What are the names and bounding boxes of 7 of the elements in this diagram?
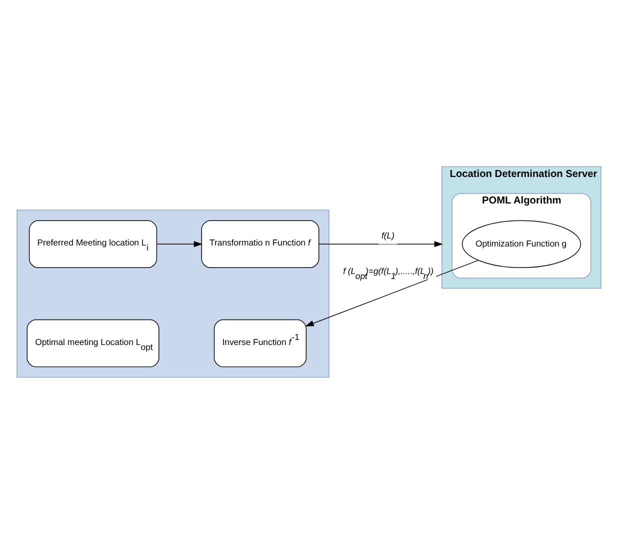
arrow — [156, 241, 203, 248]
cluster — [16, 210, 330, 378]
arrow — [305, 260, 479, 326]
node-ellipse: Optimization Function g — [462, 220, 581, 268]
edge-label: f(L) — [381, 230, 394, 240]
node-box: Transformatio n Function f — [201, 220, 320, 268]
arrow — [318, 241, 443, 248]
